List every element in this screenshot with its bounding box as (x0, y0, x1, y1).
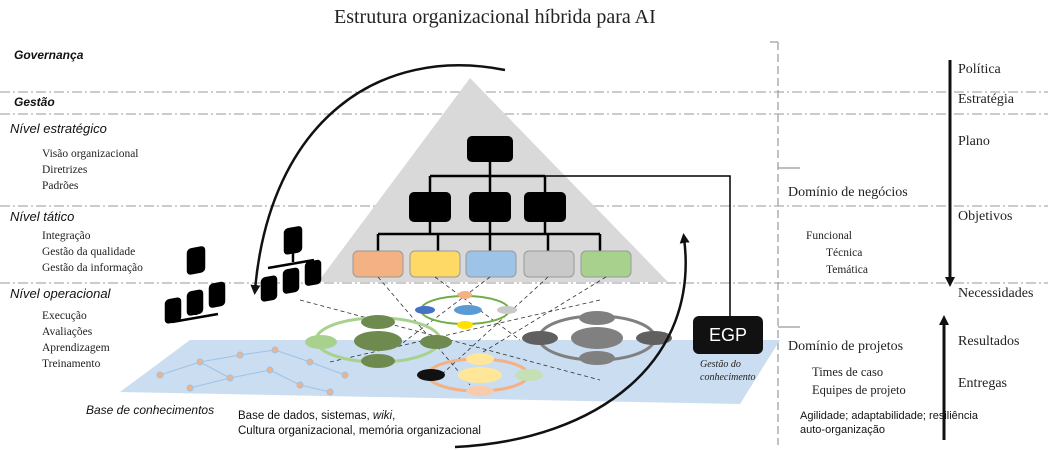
box-blue (465, 250, 517, 278)
list-item: Treinamento (42, 358, 101, 370)
org-chart (376, 160, 731, 316)
list-item: Diretrizes (42, 164, 88, 176)
cluster-blue (415, 291, 517, 329)
box-gray (523, 250, 575, 278)
flow-objetivos: Objetivos (958, 209, 1013, 224)
projetos-item-equipes: Equipes de projeto (812, 383, 906, 397)
knowledge-base-description: Base de dados, sistemas, wiki, Cultura o… (238, 409, 481, 439)
knowledge-base-line1: Base de dados, sistemas, wiki, (238, 410, 396, 422)
level-gestao: Gestão (14, 95, 55, 109)
estrategico-items: Visão organizacional Diretrizes Padrões (42, 146, 139, 194)
flow-necessidades: Necessidades (958, 286, 1034, 301)
flow-resultados: Resultados (958, 334, 1020, 349)
box-orange (352, 250, 404, 278)
flow-estrategia: Estratégia (958, 92, 1014, 107)
list-item: Padrões (42, 180, 79, 192)
tatico-items: Integração Gestão da qualidade Gestão da… (42, 228, 143, 276)
projetos-item-times: Times de caso (812, 365, 884, 379)
negocios-item-tematica: Temática (826, 264, 868, 276)
level-estrategico: Nível estratégico (10, 121, 107, 136)
egp-caption-line1: Gestão do (700, 359, 741, 370)
box-green (580, 250, 632, 278)
negocios-item-funcional: Funcional (806, 230, 852, 242)
cycle-arrow-right (454, 233, 690, 449)
egp-caption-line2: conhecimento (700, 372, 756, 383)
operacional-items: Execução Avaliações Aprendizagem Treinam… (42, 308, 110, 372)
flow-entregas: Entregas (958, 376, 1007, 391)
org-chart-small-right (260, 226, 322, 302)
knowledge-base-label: Base de conhecimentos (86, 403, 215, 417)
knowledge-network (156, 346, 349, 396)
projetos-notes: Agilidade; adaptabilidade; resiliência a… (800, 409, 978, 437)
domain-negocios: Domínio de negócios (788, 185, 908, 200)
level-operacional: Nível operacional (10, 286, 111, 301)
cluster-yellow (417, 353, 543, 396)
pyramid (318, 78, 668, 282)
egp-caption: Gestão do conhecimento (700, 358, 756, 384)
knowledge-base-board (120, 340, 780, 404)
flow-politica: Política (958, 62, 1001, 77)
knowledge-base-line2: Cultura organizacional, memória organiza… (238, 425, 481, 437)
cluster-green (305, 315, 452, 368)
list-item: Execução (42, 310, 87, 322)
cycle-arrow-left (250, 64, 506, 295)
org-chart-boxes (409, 136, 566, 222)
flow-plano: Plano (958, 134, 990, 149)
projetos-note-1: Agilidade; adaptabilidade; resiliência (800, 410, 978, 422)
list-item: Visão organizacional (42, 148, 139, 160)
list-item: Avaliações (42, 326, 93, 338)
egp-box: EGP (693, 316, 763, 354)
list-item: Gestão da qualidade (42, 246, 136, 258)
negocios-item-tecnica: Técnica (826, 247, 863, 259)
diagram-title: Estrutura organizacional híbrida para AI (334, 6, 656, 28)
list-item: Aprendizagem (42, 342, 110, 354)
level-governanca: Governança (14, 48, 84, 62)
domain-projetos: Domínio de projetos (788, 339, 904, 354)
cluster-gray (522, 311, 672, 365)
box-yellow (409, 250, 461, 278)
org-chart-small-left (164, 246, 226, 324)
projetos-note-2: auto-organização (800, 424, 886, 436)
list-item: Integração (42, 230, 91, 242)
level-tatico: Nível tático (10, 209, 75, 224)
list-item: Gestão da informação (42, 262, 143, 274)
